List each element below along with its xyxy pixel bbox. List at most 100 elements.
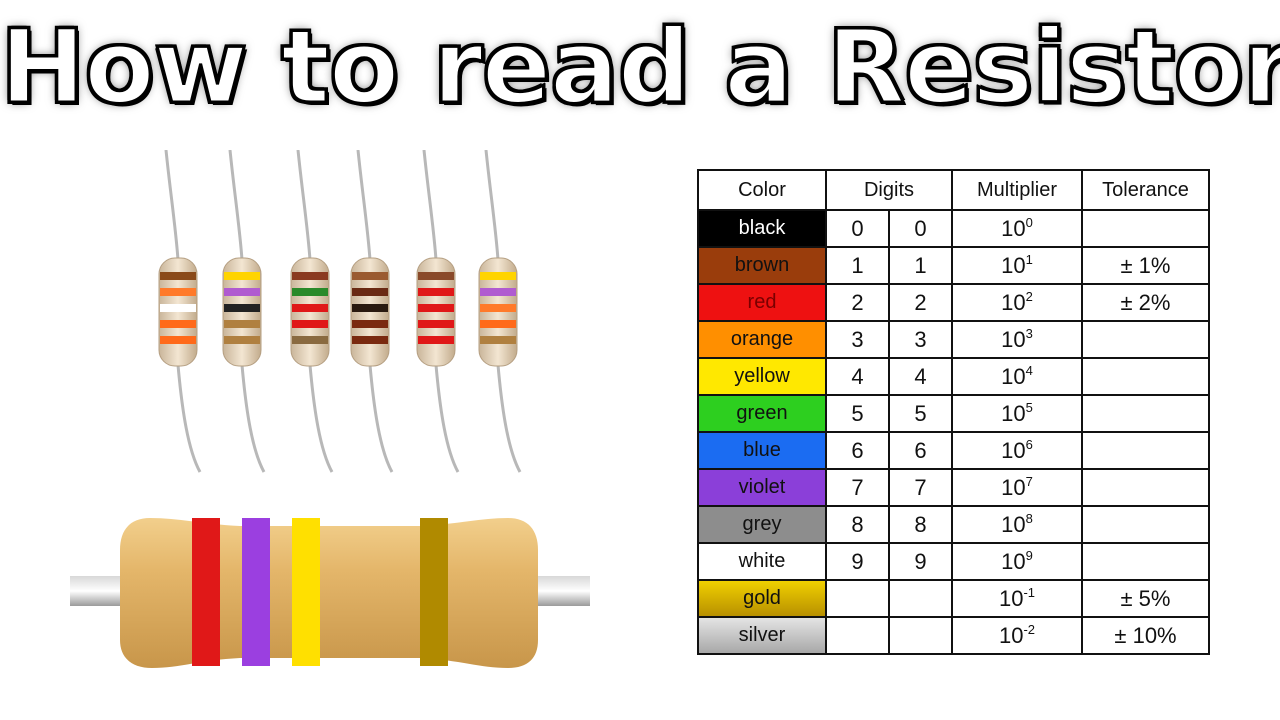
resistor-band <box>160 336 196 344</box>
tolerance-cell <box>1081 431 1210 470</box>
multiplier-exponent: 2 <box>1025 289 1033 304</box>
resistor-lead <box>422 150 460 473</box>
first-digit-cell: 0 <box>825 209 890 248</box>
tolerance-cell: ± 1% <box>1081 246 1210 285</box>
resistor-band <box>352 304 388 312</box>
small-resistor <box>222 150 266 473</box>
resistor-band <box>224 336 260 344</box>
resistor-band <box>242 518 270 666</box>
resistor-lead <box>484 150 522 473</box>
first-digit-cell: 7 <box>825 468 890 507</box>
resistor-band <box>352 272 388 280</box>
tolerance-cell: ± 5% <box>1081 579 1210 618</box>
resistor-band <box>420 518 448 666</box>
second-digit-cell <box>888 579 953 618</box>
multiplier-cell: 10-1 <box>951 579 1083 618</box>
color-swatch-grey: grey <box>697 505 827 544</box>
multiplier-cell: 109 <box>951 542 1083 581</box>
multiplier-base: 10 <box>1001 401 1026 426</box>
second-digit-cell: 1 <box>888 246 953 285</box>
first-digit-cell: 1 <box>825 246 890 285</box>
first-digit-cell: 8 <box>825 505 890 544</box>
color-swatch-silver: silver <box>697 616 827 655</box>
color-swatch-green: green <box>697 394 827 433</box>
multiplier-exponent: 3 <box>1025 326 1033 341</box>
resistor-band <box>418 304 454 312</box>
multiplier-cell: 101 <box>951 246 1083 285</box>
color-swatch-brown: brown <box>697 246 827 285</box>
resistor-band <box>160 288 196 296</box>
resistor-band <box>480 288 516 296</box>
table-row: gold 10-1± 5% <box>697 579 1210 618</box>
color-swatch-violet: violet <box>697 468 827 507</box>
multiplier-base: 10 <box>1001 549 1026 574</box>
first-digit-cell <box>825 579 890 618</box>
multiplier-cell: 104 <box>951 357 1083 396</box>
second-digit-cell: 7 <box>888 468 953 507</box>
tolerance-cell <box>1081 357 1210 396</box>
multiplier-exponent: 8 <box>1025 511 1033 526</box>
resistor-lead <box>356 150 394 473</box>
resistor-band <box>192 518 220 666</box>
multiplier-cell: 107 <box>951 468 1083 507</box>
multiplier-cell: 103 <box>951 320 1083 359</box>
second-digit-cell: 2 <box>888 283 953 322</box>
resistor-band <box>224 288 260 296</box>
multiplier-base: 10 <box>1001 512 1026 537</box>
resistor-band <box>480 272 516 280</box>
first-digit-cell <box>825 616 890 655</box>
multiplier-cell: 10-2 <box>951 616 1083 655</box>
multiplier-cell: 105 <box>951 394 1083 433</box>
tolerance-cell: ± 10% <box>1081 616 1210 655</box>
multiplier-exponent: 0 <box>1025 215 1033 230</box>
resistor-band <box>418 288 454 296</box>
multiplier-exponent: 6 <box>1025 437 1033 452</box>
resistor-band <box>292 304 328 312</box>
header-multiplier: Multiplier <box>951 169 1083 211</box>
second-digit-cell: 9 <box>888 542 953 581</box>
resistor-lead <box>530 576 590 606</box>
color-swatch-gold: gold <box>697 579 827 618</box>
second-digit-cell: 5 <box>888 394 953 433</box>
multiplier-cell: 106 <box>951 431 1083 470</box>
small-resistor <box>416 150 460 473</box>
table-row: silver 10-2± 10% <box>697 616 1210 655</box>
small-resistor <box>158 150 202 473</box>
first-digit-cell: 3 <box>825 320 890 359</box>
multiplier-cell: 108 <box>951 505 1083 544</box>
color-swatch-orange: orange <box>697 320 827 359</box>
first-digit-cell: 6 <box>825 431 890 470</box>
page-title: How to read a Resistor <box>0 7 1280 129</box>
resistor-band <box>418 336 454 344</box>
small-resistor <box>290 150 334 473</box>
multiplier-cell: 100 <box>951 209 1083 248</box>
header-color: Color <box>697 169 827 211</box>
color-swatch-black: black <box>697 209 827 248</box>
second-digit-cell: 8 <box>888 505 953 544</box>
multiplier-base: 10 <box>1001 290 1026 315</box>
resistor-band <box>292 336 328 344</box>
resistor-band <box>352 336 388 344</box>
tolerance-cell <box>1081 209 1210 248</box>
resistor-band <box>224 272 260 280</box>
multiplier-base: 10 <box>1001 438 1026 463</box>
tolerance-cell: ± 2% <box>1081 283 1210 322</box>
first-digit-cell: 2 <box>825 283 890 322</box>
multiplier-base: 10 <box>1001 253 1026 278</box>
second-digit-cell: 3 <box>888 320 953 359</box>
resistor-lead <box>296 150 334 473</box>
resistor-band <box>224 320 260 328</box>
resistor-band <box>292 518 320 666</box>
small-resistor <box>350 150 394 473</box>
color-swatch-red: red <box>697 283 827 322</box>
color-swatch-blue: blue <box>697 431 827 470</box>
multiplier-base: 10 <box>1001 475 1026 500</box>
tolerance-cell <box>1081 320 1210 359</box>
tolerance-cell <box>1081 468 1210 507</box>
multiplier-base: 10 <box>1001 216 1026 241</box>
resistor-band <box>418 272 454 280</box>
